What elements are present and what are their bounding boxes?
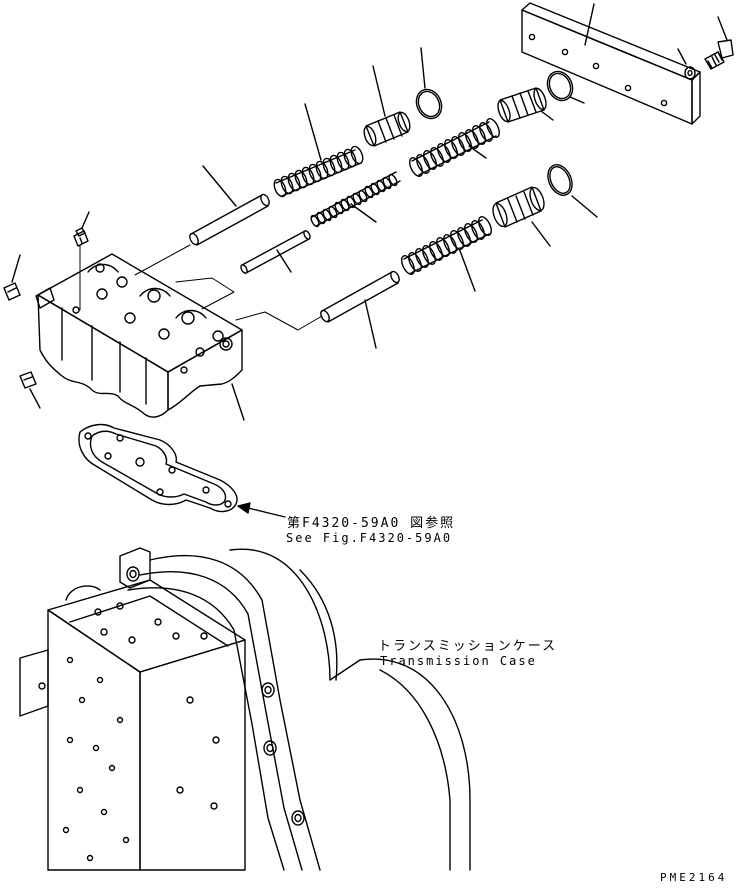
spool-lower [320,270,400,349]
spring-large-upper [273,103,364,198]
reference-arrow [237,502,286,518]
o-ring-upper-right [546,70,585,104]
gasket [78,423,238,513]
plug-left [3,254,21,301]
reference-label-en: See Fig.F4320-59A0 [286,531,453,545]
piston-cap-2 [497,87,554,123]
spring-large-lower [401,216,492,292]
plug-bottom [19,371,41,409]
bolt [704,16,734,70]
o-ring-lower [547,164,598,218]
assembly-guide-lines [134,244,323,331]
spring-large-middle [409,118,500,177]
reference-label-jp: 第F4320-59A0 図参照 [287,516,456,531]
o-ring-upper-left [415,47,443,120]
drawing-number: PME2164 [660,871,728,884]
transmission-case [19,547,471,871]
plug-top [73,211,90,311]
piston-cap-3 [492,186,551,247]
washer [677,48,696,80]
transmission-case-label-jp: トランスミッションケース [378,639,558,654]
piston-cap-1 [363,65,411,147]
spring-small [310,171,401,228]
cover-plate [521,2,701,125]
spool-upper [189,165,270,246]
transmission-case-label-en: Transmission Case [380,654,537,668]
valve-body [35,253,245,421]
spool-middle [240,230,311,274]
